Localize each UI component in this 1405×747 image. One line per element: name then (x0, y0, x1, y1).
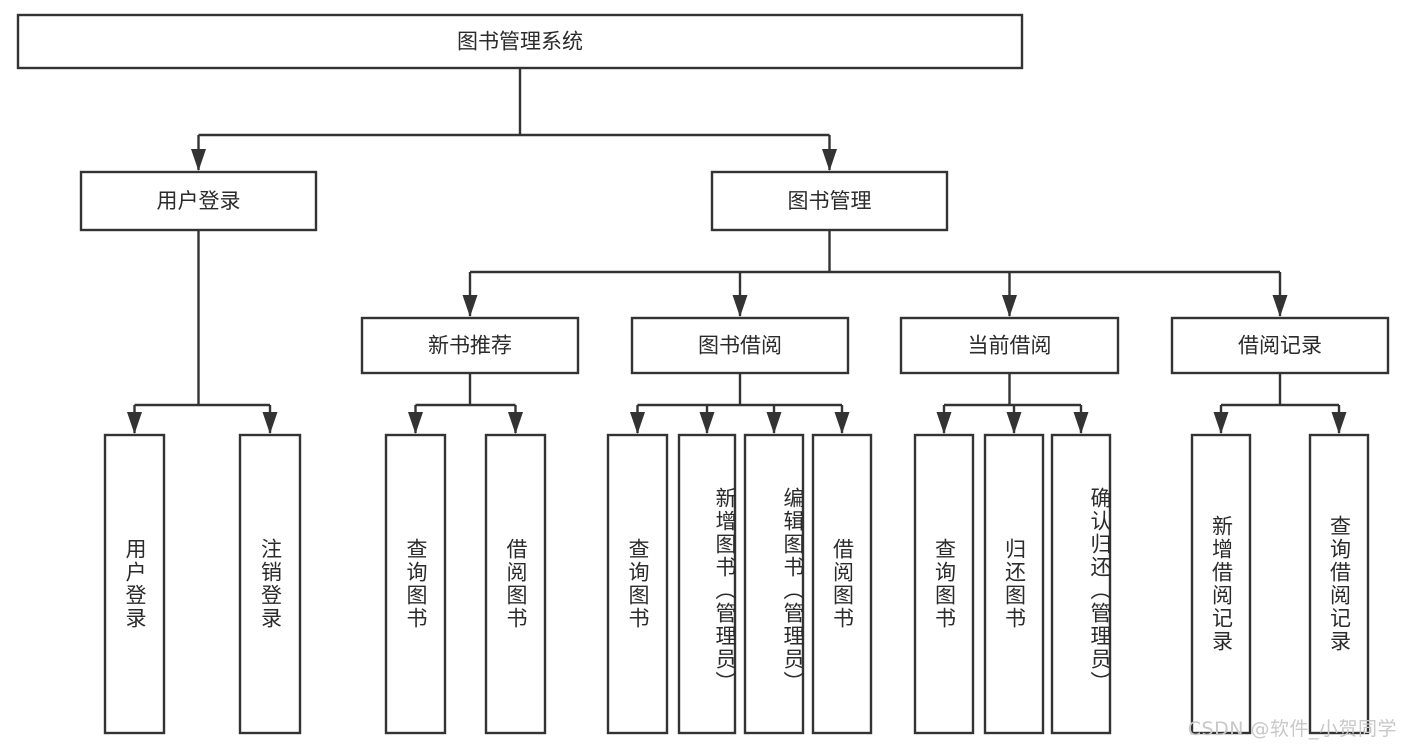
arrow-head-icon (822, 149, 837, 171)
arrow-head-icon (408, 412, 423, 434)
arrow-head-icon (1006, 412, 1022, 434)
node-leaf-add-book-admin-rect (677, 433, 737, 735)
node-leaf-return-book[interactable] (983, 433, 1045, 735)
node-leaf-borrow-book-rect (811, 433, 873, 735)
node-current-borrow-rect (899, 316, 1120, 375)
arrow-head-icon (699, 412, 715, 434)
node-leaf-query-borrow-record-rect (1308, 433, 1370, 735)
watermark-text: CSDN @软件_小贺同学 (1187, 718, 1397, 740)
node-leaf-edit-book-admin[interactable] (743, 433, 805, 735)
arrow-head-icon (462, 295, 478, 317)
arrow-head-icon (732, 295, 748, 317)
node-book-borrow[interactable]: 图书借阅 (630, 316, 850, 375)
node-leaf-user-login-rect (103, 433, 166, 735)
node-new-book-recommend[interactable]: 新书推荐 (360, 316, 580, 375)
node-book-manage[interactable]: 图书管理 (710, 170, 949, 232)
arrow-head-icon (1331, 412, 1347, 434)
node-leaf-user-login[interactable] (103, 433, 166, 735)
node-leaf-user-logout[interactable] (238, 433, 302, 735)
arrow-head-icon (508, 412, 523, 434)
node-leaf-borrow-book[interactable] (811, 433, 873, 735)
node-leaf-borrow-book-rec[interactable] (484, 433, 547, 735)
node-user-login-label: 用户登录 (157, 189, 241, 213)
node-user-login[interactable]: 用户登录 (79, 170, 318, 232)
arrow-head-icon (766, 412, 782, 434)
node-leaf-confirm-return-admin[interactable] (1050, 433, 1112, 735)
node-book-borrow-label: 图书借阅 (698, 334, 782, 358)
node-book-borrow-rect (630, 316, 850, 375)
node-leaf-user-logout-rect (238, 433, 302, 735)
node-leaf-query-book-cur-rect (913, 433, 975, 735)
node-user-login-rect (79, 170, 318, 232)
node-borrow-record[interactable]: 借阅记录 (1170, 316, 1390, 375)
node-borrow-record-rect (1170, 316, 1390, 375)
node-new-book-recommend-label: 新书推荐 (428, 334, 512, 358)
connector-layer (127, 68, 1347, 434)
node-leaf-query-book-rec[interactable] (384, 433, 447, 735)
arrow-head-icon (262, 412, 278, 434)
node-root-label: 图书管理系统 (457, 30, 583, 54)
node-book-manage-rect (710, 170, 949, 232)
node-leaf-query-borrow-record[interactable] (1308, 433, 1370, 735)
arrow-head-icon (630, 412, 645, 434)
arrow-head-icon (191, 149, 206, 171)
arrow-head-icon (1272, 295, 1288, 317)
node-leaf-return-book-rect (983, 433, 1045, 735)
node-leaf-query-book-borrow-rect (606, 433, 669, 735)
node-current-borrow[interactable]: 当前借阅 (899, 316, 1120, 375)
node-new-book-recommend-rect (360, 316, 580, 375)
node-leaf-query-book-borrow[interactable] (606, 433, 669, 735)
arrow-head-icon (1213, 412, 1229, 434)
node-leaf-borrow-book-rec-rect (484, 433, 547, 735)
node-leaf-query-book-rec-rect (384, 433, 447, 735)
node-root-rect (16, 13, 1024, 70)
node-leaf-add-book-admin[interactable] (677, 433, 737, 735)
node-leaf-edit-book-admin-rect (743, 433, 805, 735)
arrow-head-icon (1073, 412, 1089, 434)
node-root[interactable]: 图书管理系统 (16, 13, 1024, 70)
node-book-manage-label: 图书管理 (788, 189, 872, 213)
node-leaf-add-borrow-record-rect (1190, 433, 1252, 735)
arrow-head-icon (127, 412, 142, 434)
arrow-head-icon (834, 412, 850, 434)
node-leaf-confirm-return-admin-rect (1050, 433, 1112, 735)
arrow-head-icon (1002, 295, 1017, 317)
node-leaf-add-borrow-record[interactable] (1190, 433, 1252, 735)
node-borrow-record-label: 借阅记录 (1238, 334, 1322, 358)
node-leaf-query-book-cur[interactable] (913, 433, 975, 735)
node-current-borrow-label: 当前借阅 (968, 334, 1052, 358)
arrow-head-icon (936, 412, 952, 434)
